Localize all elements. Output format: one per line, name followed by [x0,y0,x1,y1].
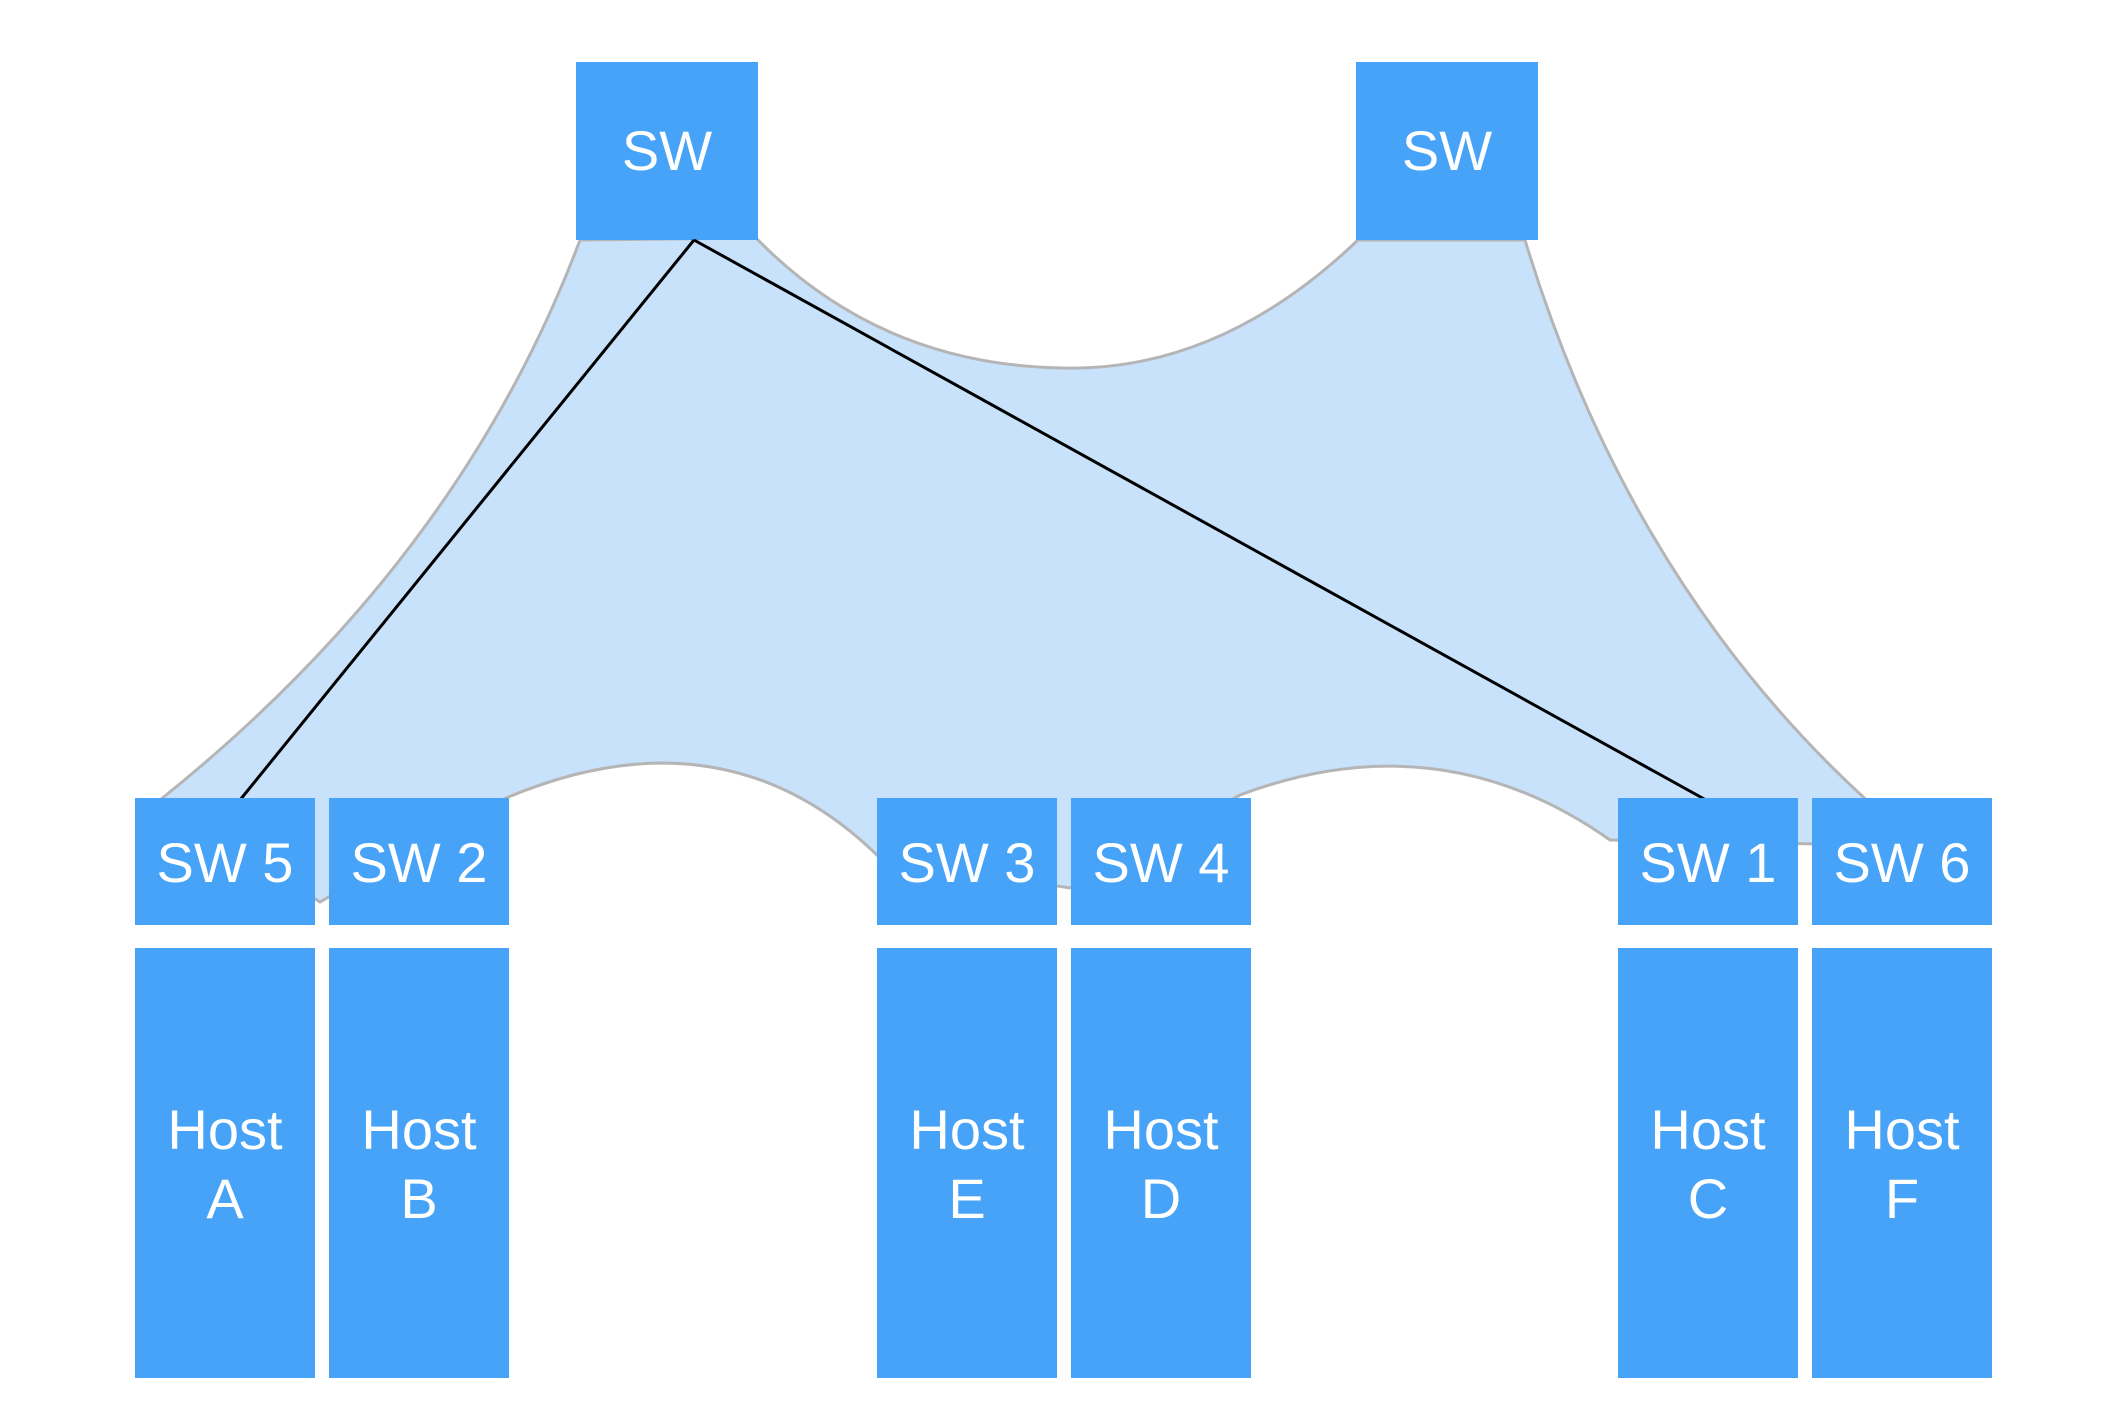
host-e[interactable]: Host E [877,948,1057,1378]
svg-text:C: C [1688,1167,1728,1230]
spine-switch[interactable]: SW [576,62,758,240]
svg-text:B: B [400,1167,437,1230]
leaf-switch-sw1[interactable]: SW 1 [1618,798,1798,925]
svg-text:D: D [1141,1167,1181,1230]
svg-text:F: F [1885,1167,1919,1230]
svg-text:A: A [206,1167,244,1230]
svg-text:SW: SW [1402,119,1492,182]
host-b[interactable]: Host B [329,948,509,1378]
svg-text:SW 6: SW 6 [1834,831,1971,894]
svg-text:SW: SW [622,119,712,182]
svg-text:SW 5: SW 5 [157,831,294,894]
svg-text:E: E [948,1167,985,1230]
svg-text:SW 1: SW 1 [1640,831,1777,894]
svg-text:Host: Host [1844,1098,1960,1161]
spine-switch[interactable]: SW [1356,62,1538,240]
link-spine-to-sw1 [693,238,1707,802]
svg-text:SW 3: SW 3 [899,831,1036,894]
svg-text:Host: Host [167,1098,283,1161]
svg-text:Host: Host [1103,1098,1219,1161]
leaf-switch-sw3[interactable]: SW 3 [877,798,1057,925]
host-d[interactable]: Host D [1071,948,1251,1378]
switch-fabric-region [157,236,1925,904]
svg-text:SW 2: SW 2 [351,831,488,894]
svg-text:Host: Host [361,1098,477,1161]
host-f[interactable]: Host F [1812,948,1992,1378]
svg-text:Host: Host [909,1098,1025,1161]
host-a[interactable]: Host A [135,948,315,1378]
svg-text:Host: Host [1650,1098,1766,1161]
leaf-switch-sw6[interactable]: SW 6 [1812,798,1992,925]
host-c[interactable]: Host C [1618,948,1798,1378]
link-spine-to-sw5 [238,239,696,801]
leaf-switch-sw2[interactable]: SW 2 [329,798,509,925]
leaf-switch-sw5[interactable]: SW 5 [135,798,315,925]
leaf-switch-sw4[interactable]: SW 4 [1071,798,1251,925]
svg-text:SW 4: SW 4 [1093,831,1230,894]
